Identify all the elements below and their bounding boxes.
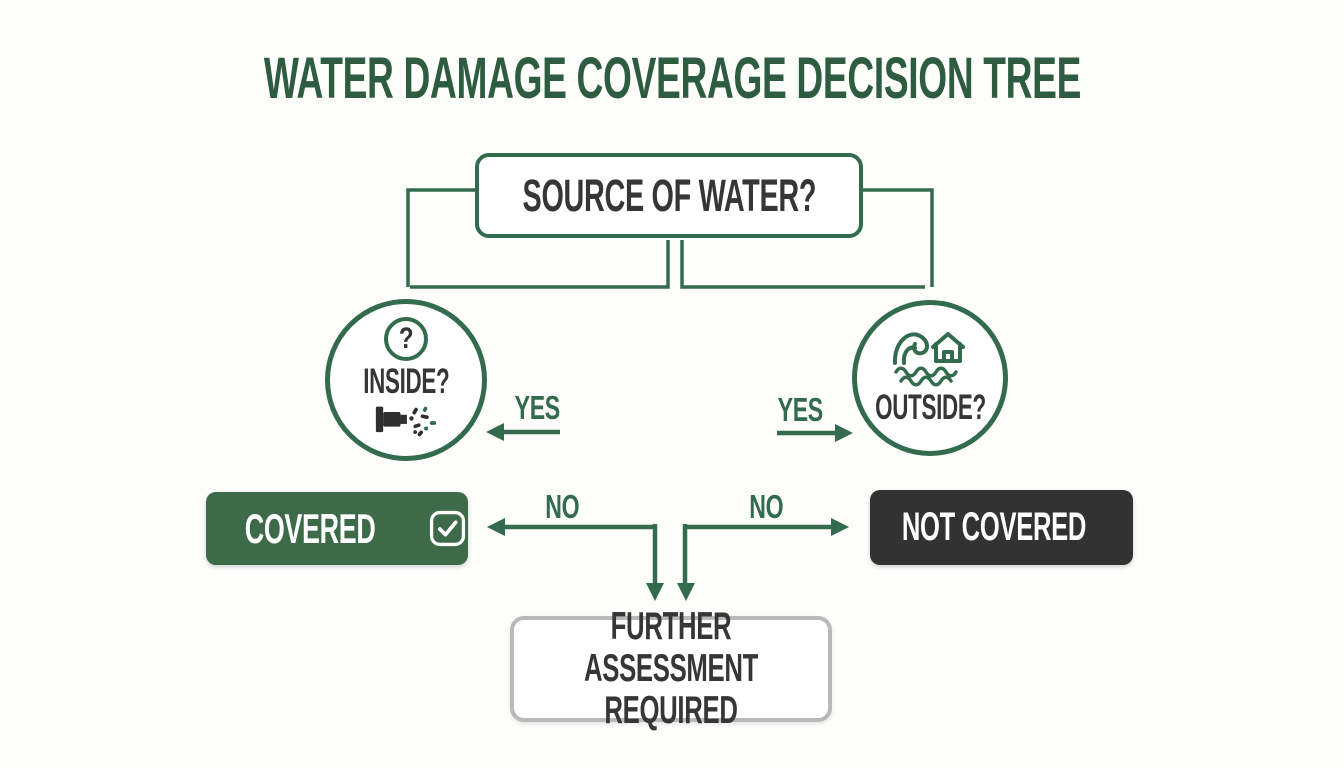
no-left-arrowhead — [487, 518, 505, 536]
connector-source-left-inner — [410, 240, 670, 289]
edge-label-inside-no: NO — [545, 488, 579, 525]
edge-label-inside-yes: YES — [514, 389, 560, 426]
source-question-node: SOURCE OF WATER? — [475, 153, 863, 238]
source-question-label: SOURCE OF WATER? — [522, 169, 816, 221]
covered-label: COVERED — [245, 504, 376, 552]
connector-source-left-outer — [406, 188, 475, 287]
inside-node-label: INSIDE? — [362, 361, 450, 401]
flood-wave-house-icon — [892, 332, 965, 387]
outside-node-label: OUTSIDE? — [874, 388, 986, 427]
page-title: WATER DAMAGE COVERAGE DECISION TREE — [0, 50, 1344, 108]
covered-node: COVERED — [206, 492, 468, 565]
no-right-down-arrowhead — [677, 583, 695, 601]
no-right-arrow-line — [682, 524, 834, 586]
edge-label-outside-yes: YES — [777, 391, 823, 428]
no-left-down-arrowhead — [646, 583, 664, 601]
no-right-arrowhead — [831, 518, 849, 536]
question-circle-icon: ? — [384, 316, 428, 361]
outside-node: OUTSIDE? — [852, 300, 1008, 456]
check-square-icon — [429, 510, 465, 547]
edge-label-outside-no: NO — [749, 488, 783, 525]
no-left-arrow-line — [502, 524, 658, 586]
not-covered-node: NOT COVERED — [870, 490, 1133, 565]
further-assessment-label: FURTHER ASSESSMENT REQUIRED — [583, 604, 759, 733]
not-covered-label: NOT COVERED — [901, 505, 1086, 549]
further-assessment-node: FURTHER ASSESSMENT REQUIRED — [510, 605, 832, 732]
connector-source-right-outer — [863, 188, 934, 287]
page-title-text: WATER DAMAGE COVERAGE DECISION TREE — [263, 46, 1081, 111]
connector-source-right-inner — [680, 240, 925, 289]
burst-pipe-icon — [375, 406, 437, 436]
question-mark-glyph: ? — [398, 321, 414, 355]
yes-right-arrowhead — [835, 424, 853, 442]
inside-node: ? INSIDE? — [325, 299, 487, 461]
yes-left-arrowhead — [486, 423, 504, 441]
